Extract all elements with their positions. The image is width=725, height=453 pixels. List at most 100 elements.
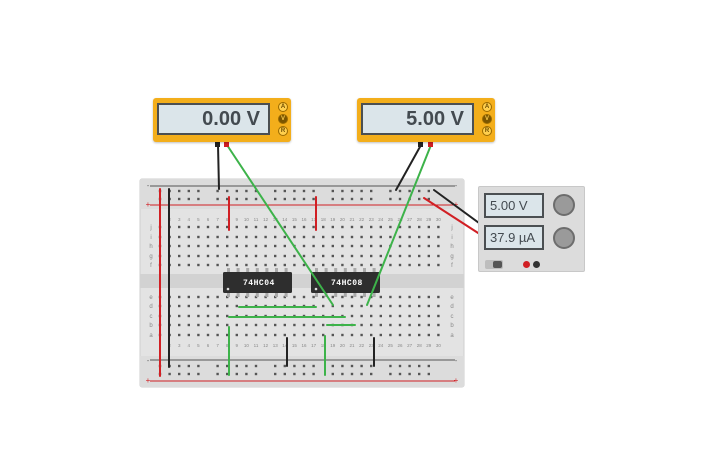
terminal-hole[interactable]	[264, 235, 267, 239]
terminal-hole[interactable]	[178, 263, 181, 267]
rail-hole[interactable]	[187, 197, 190, 201]
terminal-hole[interactable]	[302, 323, 306, 327]
terminal-hole[interactable]	[331, 304, 334, 308]
ammeter-mode-icon[interactable]: A	[278, 102, 288, 112]
terminal-hole[interactable]	[398, 244, 402, 248]
terminal-hole[interactable]	[398, 323, 402, 327]
rail-hole[interactable]	[398, 189, 402, 193]
rail-hole[interactable]	[302, 189, 306, 193]
rail-hole[interactable]	[168, 372, 171, 376]
breadboard[interactable]: -+-+-+-+11223344556677889910101111121213…	[139, 178, 465, 388]
rail-hole[interactable]	[389, 197, 392, 201]
terminal-hole[interactable]	[370, 263, 373, 267]
terminal-hole[interactable]	[360, 225, 363, 229]
terminal-hole[interactable]	[437, 314, 440, 318]
terminal-hole[interactable]	[235, 263, 238, 267]
terminal-hole[interactable]	[418, 314, 421, 318]
terminal-hole[interactable]	[408, 314, 411, 318]
terminal-hole[interactable]	[187, 254, 190, 258]
terminal-hole[interactable]	[370, 235, 373, 239]
rail-hole[interactable]	[274, 364, 277, 368]
rail-hole[interactable]	[226, 372, 229, 376]
terminal-hole[interactable]	[370, 244, 373, 248]
terminal-hole[interactable]	[245, 244, 248, 248]
rail-hole[interactable]	[197, 364, 200, 368]
terminal-hole[interactable]	[245, 254, 248, 258]
ammeter-mode-icon[interactable]: A	[482, 102, 492, 112]
terminal-hole[interactable]	[283, 225, 286, 229]
rail-hole[interactable]	[360, 197, 363, 201]
rail-hole[interactable]	[216, 197, 219, 201]
rail-hole[interactable]	[197, 189, 200, 193]
rail-hole[interactable]	[312, 197, 315, 201]
terminal-hole[interactable]	[331, 295, 334, 299]
rail-hole[interactable]	[370, 364, 373, 368]
terminal-hole[interactable]	[187, 263, 190, 267]
terminal-hole[interactable]	[254, 254, 258, 258]
terminal-hole[interactable]	[398, 254, 402, 258]
terminal-hole[interactable]	[360, 244, 363, 248]
terminal-hole[interactable]	[197, 235, 200, 239]
terminal-hole[interactable]	[302, 244, 306, 248]
terminal-hole[interactable]	[427, 333, 430, 337]
terminal-hole[interactable]	[398, 304, 402, 308]
terminal-hole[interactable]	[341, 304, 344, 308]
terminal-hole[interactable]	[216, 304, 219, 308]
terminal-hole[interactable]	[427, 304, 430, 308]
terminal-hole[interactable]	[245, 333, 248, 337]
terminal-hole[interactable]	[408, 254, 411, 258]
terminal-hole[interactable]	[245, 235, 248, 239]
terminal-hole[interactable]	[408, 244, 411, 248]
terminal-hole[interactable]	[437, 235, 440, 239]
terminal-hole[interactable]	[341, 295, 344, 299]
terminal-hole[interactable]	[331, 244, 334, 248]
terminal-hole[interactable]	[427, 314, 430, 318]
terminal-hole[interactable]	[206, 254, 210, 258]
terminal-hole[interactable]	[408, 263, 411, 267]
negative-terminal[interactable]	[533, 261, 540, 268]
terminal-hole[interactable]	[350, 295, 354, 299]
terminal-hole[interactable]	[245, 225, 248, 229]
terminal-hole[interactable]	[379, 333, 382, 337]
rail-hole[interactable]	[235, 189, 238, 193]
terminal-hole[interactable]	[379, 314, 382, 318]
rail-hole[interactable]	[360, 372, 363, 376]
terminal-hole[interactable]	[274, 333, 277, 337]
terminal-hole[interactable]	[293, 254, 296, 258]
terminal-hole[interactable]	[437, 254, 440, 258]
terminal-hole[interactable]	[302, 254, 306, 258]
terminal-hole[interactable]	[312, 254, 315, 258]
terminal-hole[interactable]	[187, 314, 190, 318]
meter-left-green-probe[interactable]	[226, 144, 334, 306]
terminal-hole[interactable]	[360, 235, 363, 239]
terminal-hole[interactable]	[408, 304, 411, 308]
terminal-hole[interactable]	[245, 323, 248, 327]
terminal-hole[interactable]	[235, 225, 238, 229]
terminal-hole[interactable]	[187, 295, 190, 299]
terminal-hole[interactable]	[389, 254, 392, 258]
terminal-hole[interactable]	[350, 304, 354, 308]
terminal-hole[interactable]	[322, 295, 325, 299]
rail-hole[interactable]	[197, 197, 200, 201]
terminal-hole[interactable]	[350, 235, 354, 239]
terminal-hole[interactable]	[427, 244, 430, 248]
rail-hole[interactable]	[331, 197, 334, 201]
terminal-hole[interactable]	[418, 295, 421, 299]
terminal-hole[interactable]	[197, 225, 200, 229]
terminal-hole[interactable]	[274, 254, 277, 258]
terminal-hole[interactable]	[408, 295, 411, 299]
rail-hole[interactable]	[254, 189, 258, 193]
terminal-hole[interactable]	[322, 254, 325, 258]
terminal-hole[interactable]	[235, 254, 238, 258]
rail-hole[interactable]	[216, 372, 219, 376]
terminal-hole[interactable]	[427, 235, 430, 239]
ohmmeter-mode-icon[interactable]: R	[278, 126, 288, 136]
terminal-hole[interactable]	[206, 333, 210, 337]
terminal-hole[interactable]	[437, 263, 440, 267]
terminal-hole[interactable]	[302, 263, 306, 267]
rail-hole[interactable]	[341, 189, 344, 193]
terminal-hole[interactable]	[322, 263, 325, 267]
terminal-hole[interactable]	[370, 254, 373, 258]
terminal-hole[interactable]	[226, 314, 229, 318]
